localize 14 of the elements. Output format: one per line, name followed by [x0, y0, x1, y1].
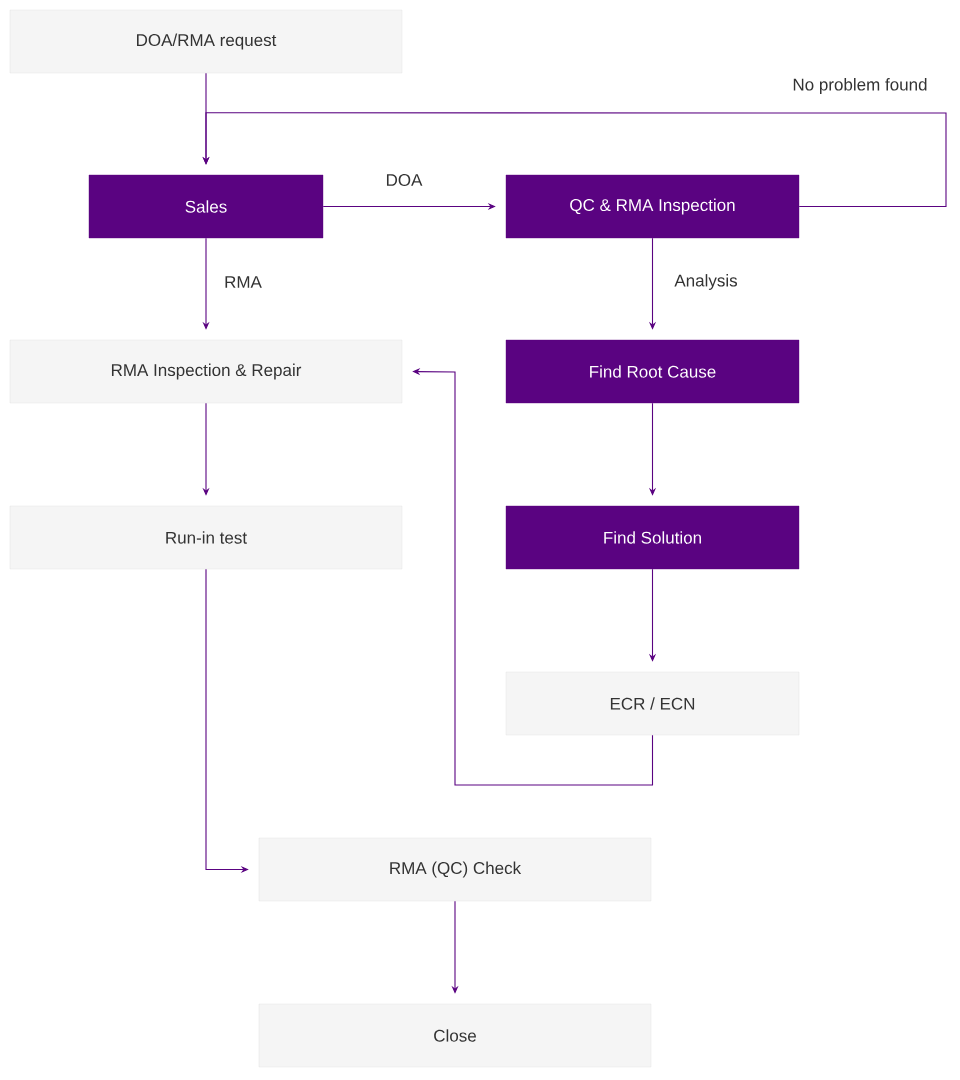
process-box: QC & RMA Inspection [505, 174, 800, 239]
step-box: RMA Inspection & Repair [9, 339, 403, 404]
step-box: Run-in test [9, 505, 403, 570]
step-box: Close [258, 1003, 652, 1068]
edge-label: No problem found [791, 77, 929, 95]
step-box: DOA/RMA request [9, 9, 403, 74]
step-box: RMA (QC) Check [258, 837, 652, 902]
step-box: ECR / ECN [505, 671, 800, 736]
edge-label: RMA [223, 275, 263, 289]
process-box: Find Root Cause [505, 339, 800, 404]
process-box: Find Solution [505, 505, 800, 570]
edge-label: DOA [384, 173, 424, 188]
process-box: Sales [88, 174, 324, 239]
edge-label: Analysis [673, 273, 739, 291]
